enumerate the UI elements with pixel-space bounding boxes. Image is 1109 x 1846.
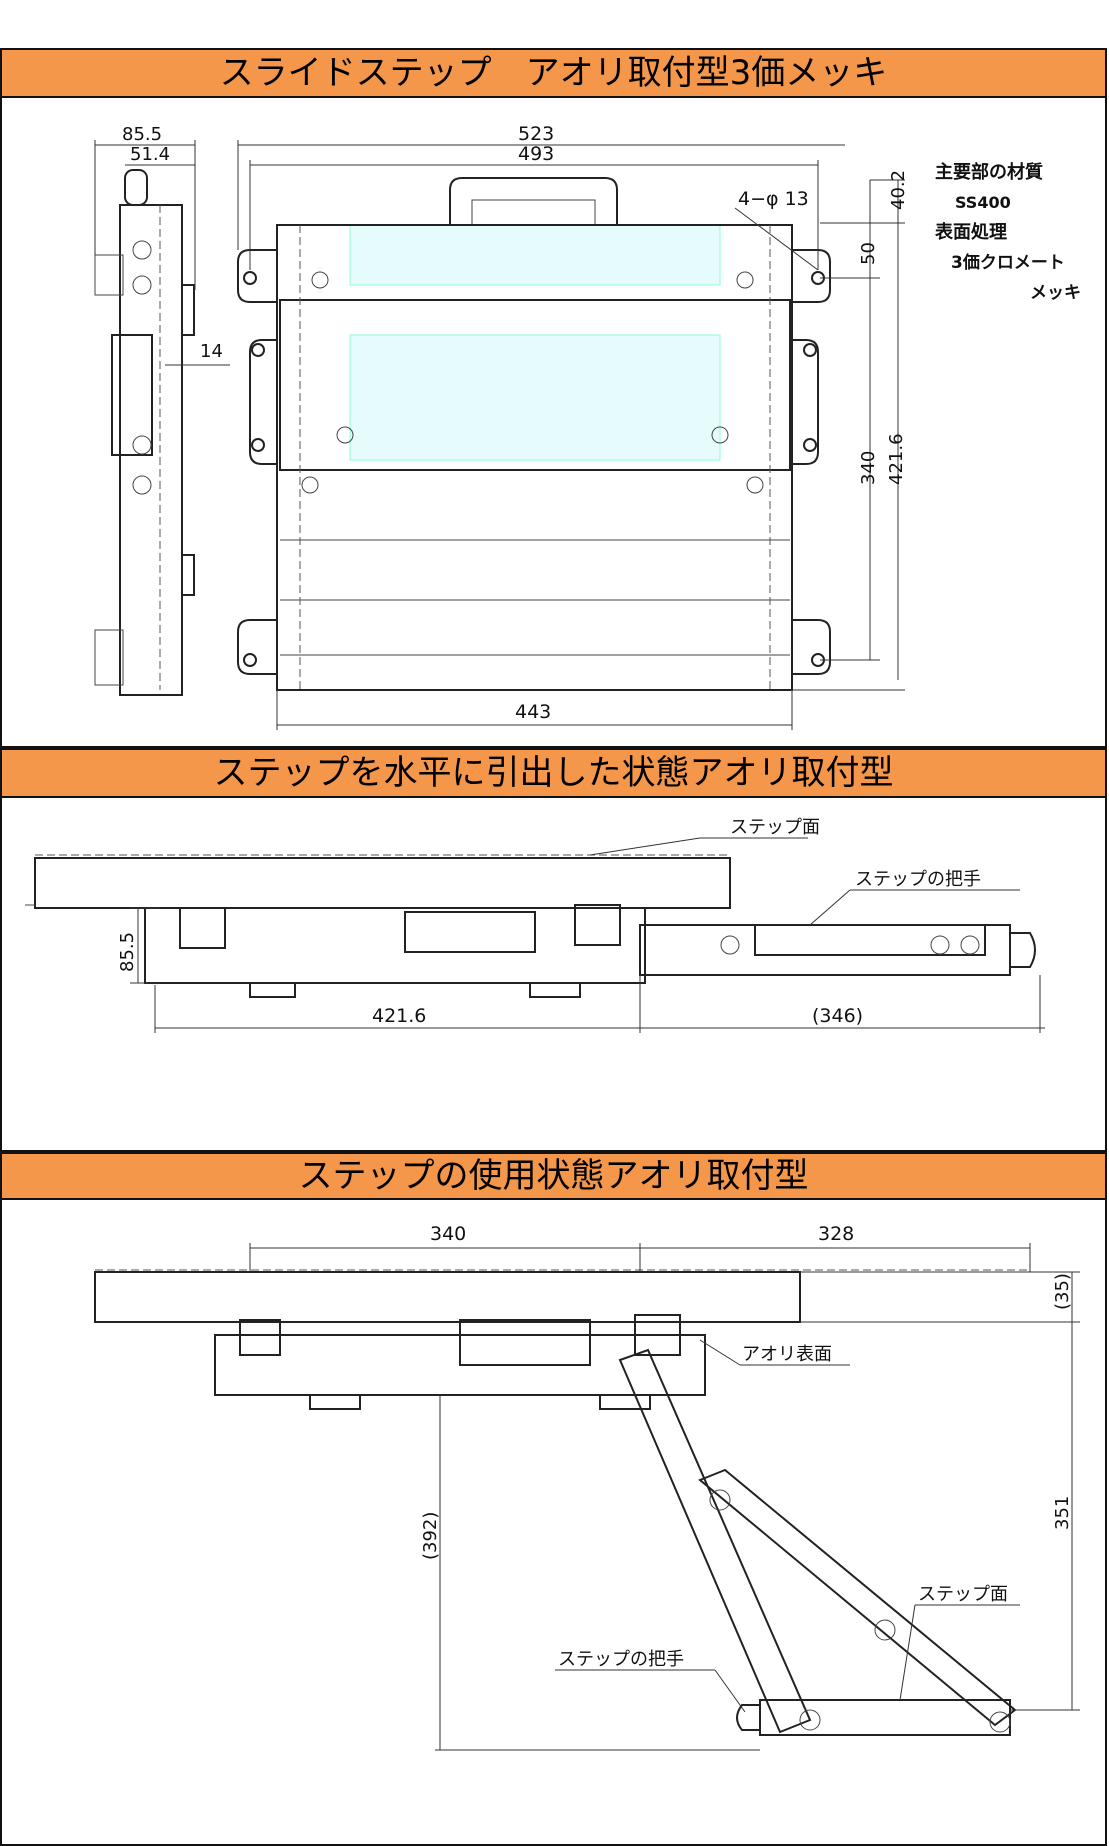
- panel-in-use: [0, 1200, 1107, 1846]
- dim-421-6: 421.6: [886, 433, 907, 485]
- dim-340-in-use: 340: [430, 1223, 466, 1245]
- material-value: SS400: [955, 193, 1011, 212]
- dim-51-4: 51.4: [130, 144, 170, 165]
- dim-hole: 4−φ 13: [738, 188, 809, 210]
- dim-523: 523: [518, 123, 554, 145]
- dim-351: 351: [1052, 1496, 1073, 1530]
- dim-50: 50: [858, 242, 879, 265]
- dim-493: 493: [518, 143, 554, 165]
- dim-346: (346): [812, 1005, 863, 1027]
- dim-40-2: 40.2: [888, 170, 909, 210]
- dim-443: 443: [515, 701, 551, 723]
- extended-view: ステップ面 ステップの把手 85.5 421.6 (346): [25, 817, 1045, 1033]
- dim-85-5: 85.5: [122, 124, 162, 145]
- dim-14: 14: [200, 341, 223, 362]
- panel-extended: [0, 798, 1107, 1152]
- dim-85-5-extended: 85.5: [117, 932, 138, 972]
- dim-340: 340: [858, 451, 879, 485]
- side-view: 85.5 51.4 14: [94, 124, 230, 696]
- front-view: 523 493 4−φ 13 40.2 50 340 421.6 443: [237, 123, 909, 730]
- label-step-handle-in-use: ステップの把手: [558, 1649, 684, 1670]
- label-aori-face: アオリ表面: [742, 1344, 832, 1365]
- dim-35: (35): [1052, 1273, 1073, 1310]
- dim-421-6-extended: 421.6: [372, 1005, 426, 1027]
- label-step-face: ステップ面: [730, 817, 820, 838]
- section-header-in-use: ステップの使用状態アオリ取付型: [0, 1152, 1107, 1200]
- finish-value-1: 3価クロメート: [951, 252, 1065, 273]
- label-step-handle: ステップの把手: [855, 869, 981, 890]
- material-label: 主要部の材質: [935, 161, 1043, 183]
- dim-392: (392): [420, 1512, 441, 1560]
- material-notes: 主要部の材質 SS400 表面処理 3価クロメート メッキ: [935, 161, 1081, 303]
- finish-label: 表面処理: [935, 221, 1007, 243]
- finish-value-2: メッキ: [1030, 283, 1081, 303]
- dim-328: 328: [818, 1223, 854, 1245]
- section-header-overview: スライドステップ アオリ取付型3価メッキ: [0, 48, 1107, 98]
- in-use-view: 340 328 (35) 351 (392) アオリ表面 ステップ面 ステップの…: [94, 1223, 1080, 1751]
- label-step-face-in-use: ステップ面: [918, 1584, 1008, 1605]
- panel-overview: [0, 98, 1107, 748]
- section-header-extended: ステップを水平に引出した状態アオリ取付型: [0, 748, 1107, 798]
